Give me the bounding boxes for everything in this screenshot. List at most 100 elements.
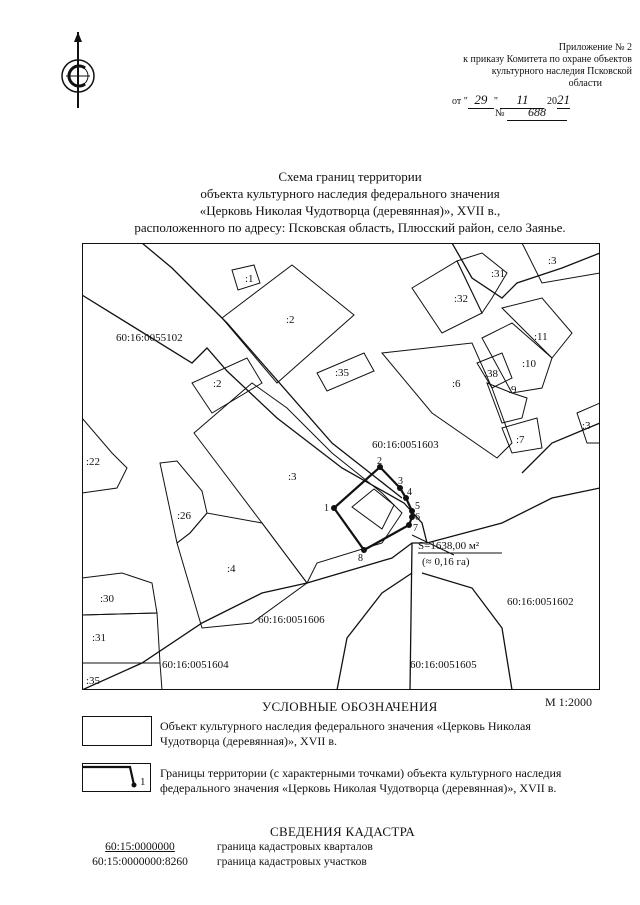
- cadastre-quarter-code: 60:15:0000000: [105, 841, 175, 853]
- boundary-point-8: [361, 547, 367, 553]
- parcel-label: :6: [452, 378, 461, 390]
- quarter-boundary-line: [451, 243, 600, 299]
- parcel-3-right-edge: [576, 402, 600, 444]
- quarter-boundary-line: [521, 422, 600, 474]
- date-prefix: от: [452, 96, 462, 107]
- title-line-1: Схема границ территории: [278, 169, 422, 184]
- parcel-label: :31: [491, 268, 505, 280]
- parcel-label: :10: [522, 358, 537, 370]
- cadastre-row-quarters: 60:15:0000000 граница кадастровых кварта…: [80, 841, 373, 853]
- legend-object-symbol: [82, 716, 152, 746]
- parcel-label: :35: [86, 675, 101, 687]
- boundary-point-6: [409, 514, 415, 520]
- cadastre-parcel-code: 60:15:0000000:8260: [92, 856, 188, 868]
- cadastral-map: 1 2 3 4 5 6 7 8 :1 :2 :2 :35 :3 :26 :4 :…: [82, 243, 600, 690]
- quarter-boundary-line: [306, 487, 600, 584]
- quarter-label: 60:16:0055102: [116, 332, 183, 344]
- title-line-2: объекта культурного наследия федеральног…: [200, 186, 500, 201]
- parcel-6: [381, 342, 513, 459]
- boundary-point-1: [331, 505, 337, 511]
- point-label-7: 7: [413, 523, 418, 534]
- date-day: 29: [467, 92, 494, 109]
- cadastre-parcel-desc: граница кадастровых участков: [216, 856, 367, 868]
- boundary-point-3: [397, 485, 403, 491]
- title-line-3: «Церковь Николая Чудотворца (деревянная)…: [199, 203, 501, 218]
- legend-boundary-symbol: [82, 763, 151, 792]
- parcel-label: :38: [484, 368, 499, 380]
- legend-boundary-text: Границы территории (с характерными точка…: [160, 766, 562, 795]
- date-year-prefix: 20: [546, 96, 557, 107]
- legend-title: УСЛОВНЫЕ ОБОЗНАЧЕНИЯ: [262, 699, 438, 714]
- appendix-line-3: культурного наследия Псковской: [491, 66, 632, 77]
- date-month: 11: [500, 92, 545, 109]
- point-label-6: 6: [415, 512, 420, 523]
- quarter-boundary-line: [141, 243, 403, 499]
- parcel-7: [501, 417, 543, 454]
- parcel-label: :35: [335, 367, 350, 379]
- parcel-label: :1: [245, 273, 254, 285]
- point-label-1: 1: [324, 503, 329, 514]
- parcel-label: :9: [508, 384, 517, 396]
- parcel-1: [231, 264, 261, 291]
- order-number: № 688: [495, 105, 568, 121]
- parcel-35-left: [82, 662, 163, 690]
- legend-point-label: 1: [140, 776, 146, 788]
- number-prefix: №: [495, 108, 505, 119]
- boundary-point-5: [409, 508, 415, 514]
- page-title: Схема границ территории объекта культурн…: [60, 168, 640, 236]
- boundary-point-2: [377, 464, 383, 470]
- parcel-label: :7: [516, 434, 525, 446]
- north-arrow-icon: [61, 32, 95, 108]
- parcel-31-right: [456, 252, 508, 315]
- parcel-label: :30: [100, 593, 115, 605]
- church-object: [351, 488, 395, 530]
- parcel-label: :3: [548, 255, 557, 267]
- number-value: 688: [507, 105, 568, 121]
- parcel-label: :4: [227, 563, 236, 575]
- parcel-32: [411, 260, 483, 334]
- parcel-label: :32: [454, 293, 468, 305]
- parcel-30: [82, 572, 158, 616]
- parcel-26: [159, 460, 208, 544]
- point-label-2: 2: [377, 456, 382, 467]
- parcel-4: [176, 512, 308, 629]
- parcel-9: [486, 382, 528, 424]
- quarter-boundary-line: [82, 582, 308, 690]
- quarter-label: 60:16:0051606: [258, 614, 325, 626]
- parcel-label: :31: [92, 632, 106, 644]
- area-leader-line: [411, 534, 455, 556]
- appendix-block: Приложение № 2 к приказу Комитета по охр…: [400, 42, 632, 90]
- point-label-5: 5: [415, 501, 420, 512]
- parcel-35-center: [316, 352, 375, 392]
- parcel-label: :26: [177, 510, 192, 522]
- area-ha-label: (≈ 0,16 га): [422, 556, 470, 568]
- quarter-boundary-line: [82, 294, 428, 544]
- boundary-point-4: [403, 495, 409, 501]
- quarter-label: 60:16:0051604: [162, 659, 229, 671]
- parcel-2-small: [191, 357, 263, 414]
- cadastre-quarter-desc: граница кадастровых кварталов: [216, 841, 373, 853]
- appendix-line-2: к приказу Комитета по охране объектов: [463, 54, 632, 65]
- title-line-4: расположенного по адресу: Псковская обла…: [134, 220, 566, 235]
- parcel-3-top-right: [521, 243, 600, 284]
- quarter-label: 60:16:0051605: [410, 659, 477, 671]
- cadastre-row-parcels: 60:15:0000000:8260 граница кадастровых у…: [80, 856, 367, 868]
- parcel-label: :11: [534, 331, 548, 343]
- legend-object-text: Объект культурного наследия федерального…: [160, 719, 531, 748]
- parcel-11: [501, 297, 573, 359]
- parcel-label: :3: [582, 420, 591, 432]
- boundary-point-7: [406, 522, 412, 528]
- parcel-label: :2: [213, 378, 222, 390]
- date-year: 21: [556, 92, 570, 109]
- parcel-3-main: [193, 382, 403, 584]
- parcel-2-large: [221, 264, 355, 384]
- point-label-8: 8: [358, 553, 363, 564]
- boundary-points-group: [331, 464, 415, 553]
- map-scale: М 1:2000: [545, 695, 593, 709]
- area-label: S=1638,00 м²: [418, 540, 480, 552]
- parcel-22: [82, 417, 128, 494]
- quarter-label: 60:16:0051602: [507, 596, 574, 608]
- parcel-label: :2: [286, 314, 295, 326]
- quarter-boundary-line: [336, 572, 413, 690]
- order-date: от "29" 11 2021: [452, 92, 570, 109]
